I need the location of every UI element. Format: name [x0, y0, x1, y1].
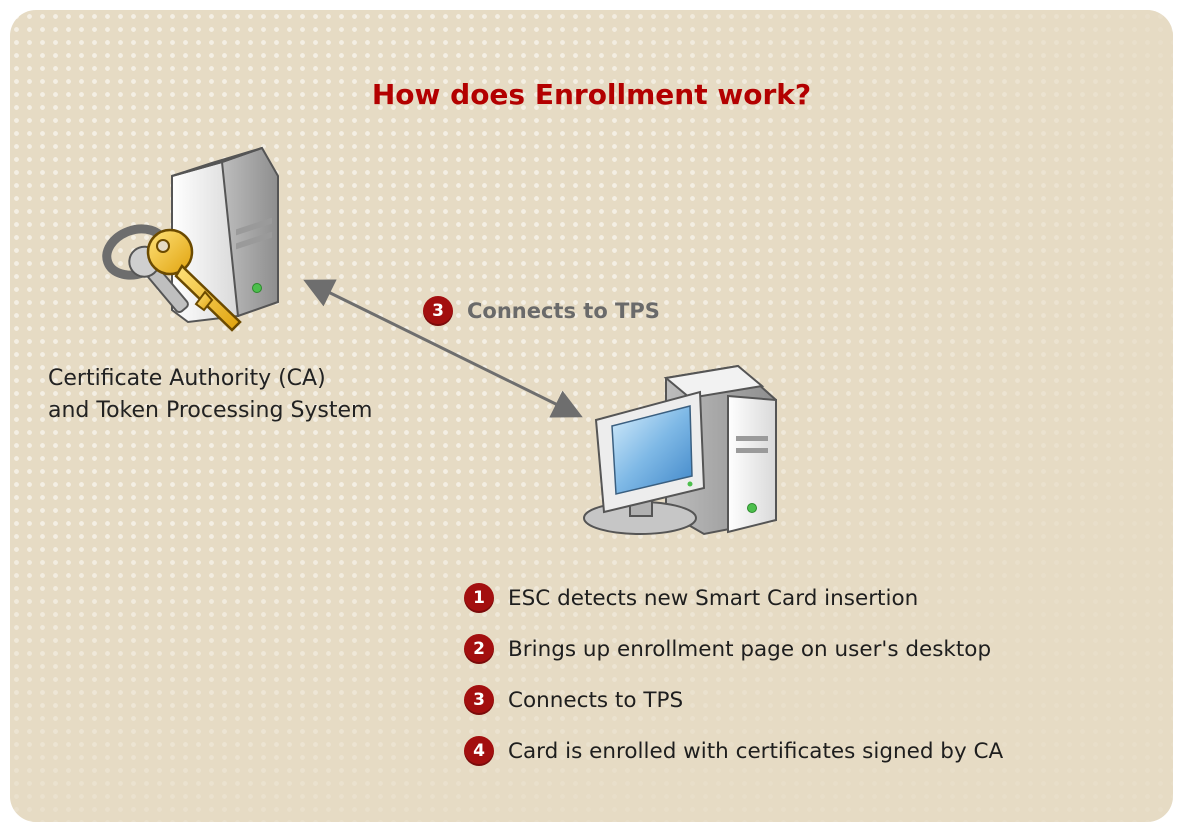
- ca-label-line2: and Token Processing System: [48, 398, 373, 423]
- ca-label: Certificate Authority (CA) and Token Pro…: [48, 363, 372, 427]
- step-text: Brings up enrollment page on user's desk…: [508, 636, 992, 662]
- connector-label: 3 Connects to TPS: [423, 296, 660, 326]
- step-text: Connects to TPS: [508, 687, 684, 713]
- ca-label-line1: Certificate Authority (CA): [48, 366, 326, 391]
- desktop-computer-icon: [583, 364, 777, 536]
- step-item: 4 Card is enrolled with certificates sig…: [464, 736, 1003, 766]
- step-badge: 3: [464, 685, 494, 715]
- step-text: Card is enrolled with certificates signe…: [508, 738, 1004, 764]
- step-badge: 1: [464, 583, 494, 613]
- connector-label-text: Connects to TPS: [467, 299, 660, 323]
- server-with-keys-icon: [102, 146, 279, 332]
- step-item: 3 Connects to TPS: [464, 685, 1003, 715]
- diagram-panel: [10, 10, 1173, 822]
- step-item: 1 ESC detects new Smart Card insertion: [464, 583, 1003, 613]
- step-badge: 2: [464, 634, 494, 664]
- step-text: ESC detects new Smart Card insertion: [508, 585, 919, 611]
- double-arrow-icon: [303, 279, 583, 418]
- steps-list: 1 ESC detects new Smart Card insertion 2…: [464, 583, 1003, 787]
- step-badge: 4: [464, 736, 494, 766]
- step-item: 2 Brings up enrollment page on user's de…: [464, 634, 1003, 664]
- step-badge: 3: [423, 296, 453, 326]
- diagram-title: How does Enrollment work?: [371, 78, 812, 111]
